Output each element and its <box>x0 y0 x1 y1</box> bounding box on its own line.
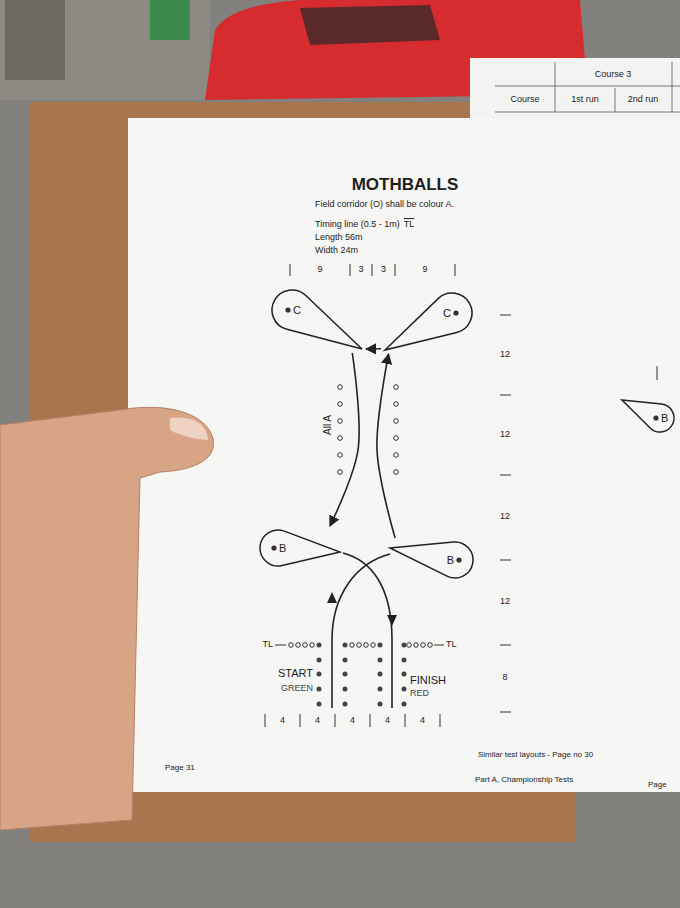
loop-path <box>272 290 362 349</box>
timing-line-label: TL <box>446 640 457 650</box>
loop-outline <box>268 286 366 353</box>
table-lines <box>495 62 680 112</box>
dimension-number: 4 <box>350 716 355 726</box>
poster <box>5 0 65 80</box>
start-colour: GREEN <box>281 684 313 694</box>
corridor-cones <box>338 385 399 475</box>
dimension-number: 9 <box>317 265 322 275</box>
finish-colour: RED <box>410 689 429 699</box>
start-finish-markers <box>317 643 407 707</box>
marker-loop: B <box>256 526 344 570</box>
note-text: TL <box>404 220 415 230</box>
pylon-letter: B <box>447 555 454 566</box>
dimension-number: 12 <box>500 430 510 440</box>
dimension-number: 12 <box>500 350 510 360</box>
table-header: 1st run <box>571 95 599 105</box>
loop-outline <box>618 396 678 436</box>
loop-path <box>260 530 340 566</box>
pylon-dot <box>453 310 458 315</box>
dimension-number: 3 <box>358 265 363 275</box>
pylon-letter: B <box>661 413 668 424</box>
dimension-number: 12 <box>500 597 510 607</box>
timing-line-label: TL <box>262 640 273 650</box>
footer-text: Similar test layouts - Page no 30 <box>478 751 593 760</box>
route-lines <box>332 553 392 708</box>
route-connector <box>330 353 359 526</box>
note-text: Timing line (0.5 - 1m) <box>315 220 400 230</box>
marker-loop: C <box>381 289 476 354</box>
wall <box>0 0 210 100</box>
note-text: Width 24m <box>315 246 358 256</box>
dimension-number: 8 <box>502 673 507 683</box>
car-window <box>300 5 440 45</box>
dimension-ticks <box>265 264 657 727</box>
start-label: START <box>278 667 313 679</box>
pylon-letter: B <box>279 543 286 554</box>
table-header: 2nd run <box>628 95 659 105</box>
green-sign <box>150 0 190 40</box>
marker-loop: B <box>618 396 678 436</box>
table-header: Course <box>510 95 539 105</box>
timing-line-cones <box>289 643 433 648</box>
pylon-letter: C <box>443 308 451 319</box>
loop-path <box>385 293 472 350</box>
marker-loop: B <box>386 538 477 582</box>
loop-path <box>390 542 473 578</box>
dimension-number: 4 <box>420 716 425 726</box>
hand <box>0 407 214 830</box>
dimension-number: 12 <box>500 512 510 522</box>
dimension-number: 4 <box>280 716 285 726</box>
timing-line-dash <box>275 645 444 646</box>
page-number: Page 31 <box>165 764 195 773</box>
dimension-number: 9 <box>422 265 427 275</box>
note-text: Length 56m <box>315 233 363 243</box>
loop-outline <box>381 289 476 354</box>
footer-text: Part A, Championship Tests <box>475 776 573 785</box>
loop-outline <box>256 526 344 570</box>
pylon-dot <box>271 545 276 550</box>
pylon-dot <box>456 557 461 562</box>
pylon-letter: C <box>293 305 301 316</box>
paper-sheet <box>128 118 680 792</box>
dimension-number: 4 <box>315 716 320 726</box>
table-header: Course 3 <box>595 70 632 80</box>
finish-label: FINISH <box>410 674 446 686</box>
loop-outline <box>386 538 477 582</box>
pylon-dot <box>653 415 658 420</box>
dimension-number: 3 <box>381 265 386 275</box>
course-title: MOTHBALLS <box>352 176 459 195</box>
corridor-label: All A <box>322 415 333 435</box>
route-connector <box>366 348 381 350</box>
note-text: Field corridor (O) shall be colour A. <box>315 200 454 210</box>
loop-path <box>622 400 674 432</box>
marker-loop: C <box>268 286 366 353</box>
route-arrowheads <box>327 592 397 626</box>
thumbnail <box>170 417 208 440</box>
page-number: Page <box>648 781 667 790</box>
dimension-number: 4 <box>385 716 390 726</box>
pylon-dot <box>285 307 290 312</box>
route-connector <box>377 354 395 538</box>
